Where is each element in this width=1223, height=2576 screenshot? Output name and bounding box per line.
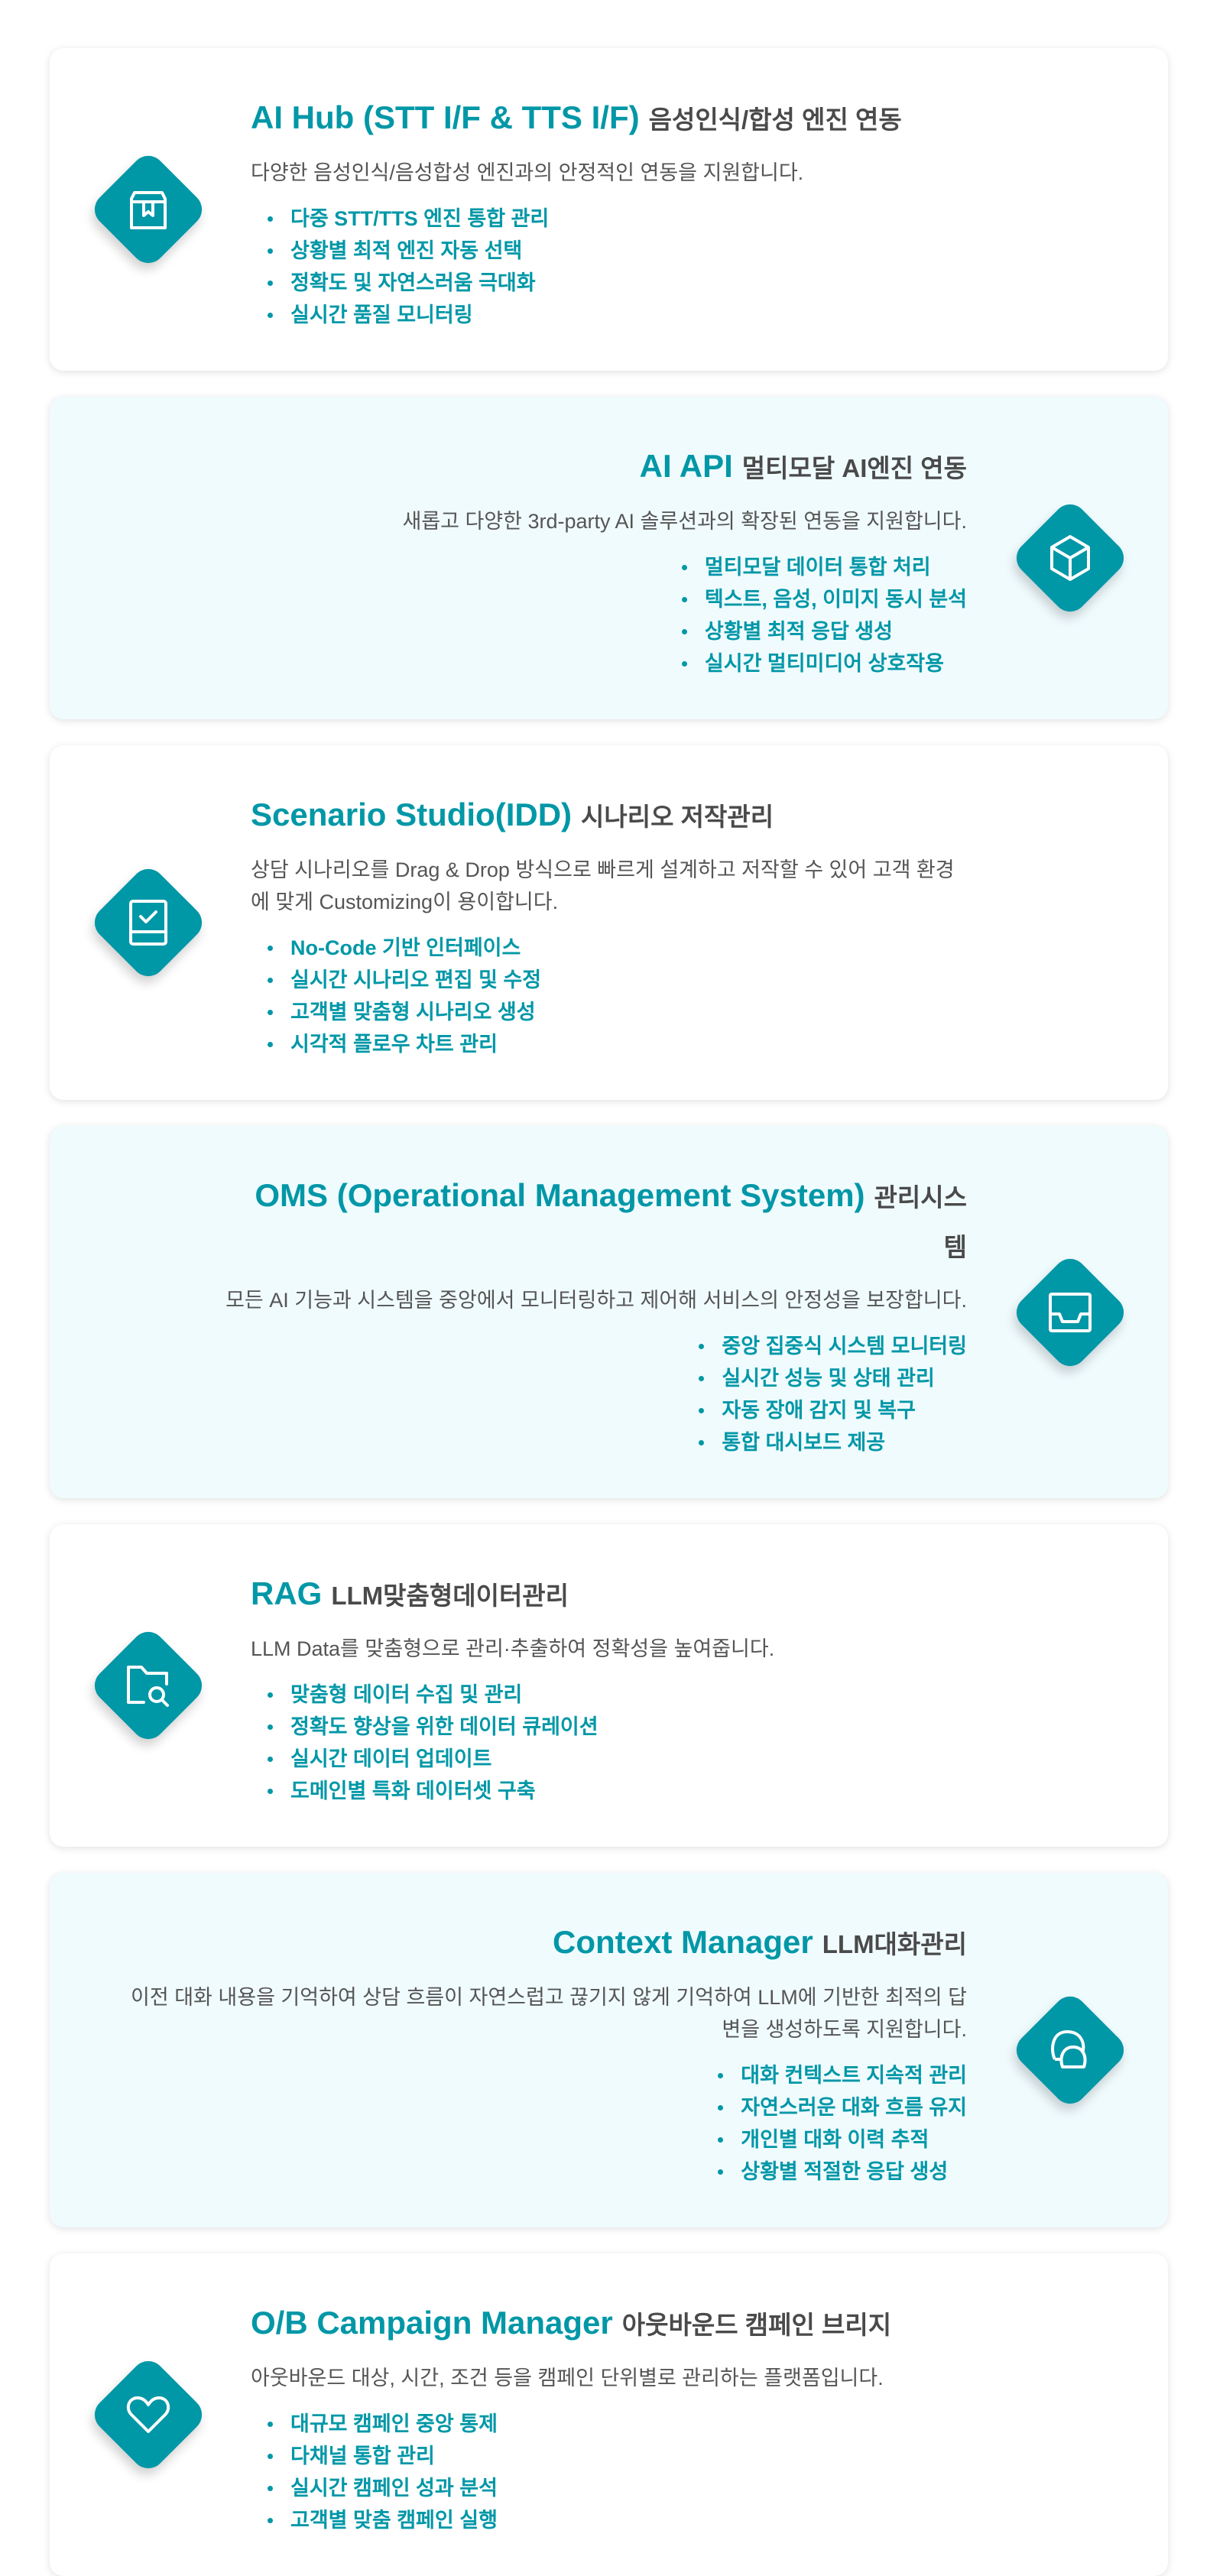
cube-icon — [1009, 497, 1131, 619]
chat-bubbles-icon — [1009, 1989, 1131, 2111]
card-subtitle: 시나리오 저작관리 — [581, 803, 774, 831]
card-subtitle: 음성인식/합성 엔진 연동 — [648, 105, 902, 134]
card-description: 이전 대화 내용을 기억하여 상담 흐름이 자연스럽고 끊기지 않게 기억하여 … — [131, 1986, 967, 2041]
card-title: AI API — [639, 448, 733, 484]
archive-box-icon — [87, 148, 209, 271]
checklist-book-icon — [87, 861, 209, 984]
feature-item: 시각적 플로우 차트 관리 — [260, 1028, 541, 1060]
feature-item: 실시간 시나리오 편집 및 수정 — [260, 964, 541, 996]
card-title: RAG — [251, 1575, 323, 1611]
feature-item: 고객별 맞춤 캠페인 실행 — [260, 2504, 498, 2536]
feature-item: 다채널 통합 관리 — [260, 2440, 498, 2472]
card-title: Context Manager — [553, 1924, 813, 1960]
feature-item: 개인별 대화 이력 추적 — [710, 2123, 967, 2156]
feature-item: 자연스러운 대화 흐름 유지 — [710, 2091, 967, 2123]
feature-list: 대화 컨텍스트 지속적 관리 자연스러운 대화 흐름 유지 개인별 대화 이력 … — [710, 2059, 967, 2188]
card-subtitle: 아웃바운드 캠페인 브리지 — [621, 2311, 892, 2339]
feature-card-ai-hub: AI Hub (STT I/F & TTS I/F)음성인식/합성 엔진 연동 … — [50, 48, 1168, 371]
feature-card-ai-api: AI API 멀티모달 AI엔진 연동 새롭고 다양한 3rd-party AI … — [50, 397, 1168, 719]
card-title: O/B Campaign Manager — [251, 2305, 613, 2341]
feature-list: 멀티모달 데이터 통합 처리 텍스트, 음성, 이미지 동시 분석 상황별 최적… — [674, 551, 967, 680]
feature-item: 고객별 맞춤형 시나리오 생성 — [260, 996, 541, 1028]
feature-item: 정확도 향상을 위한 데이터 큐레이션 — [260, 1711, 599, 1743]
heart-icon — [87, 2354, 209, 2476]
feature-item: No-Code 기반 인터페이스 — [260, 932, 541, 964]
card-subtitle: LLM대화관리 — [822, 1930, 967, 1958]
feature-item: 도메인별 특화 데이터셋 구축 — [260, 1775, 599, 1807]
feature-item: 실시간 멀티미디어 상호작용 — [674, 647, 967, 680]
feature-list: 다중 STT/TTS 엔진 통합 관리 상황별 최적 엔진 자동 선택 정확도 … — [260, 203, 549, 331]
card-description: LLM Data를 맞춤형으로 관리·추출하여 정확성을 높여줍니다. — [251, 1637, 775, 1660]
card-description: 상담 시나리오를 Drag & Drop 방식으로 빠르게 설계하고 저작할 수… — [251, 858, 955, 913]
feature-item: 상황별 적절한 응답 생성 — [710, 2156, 967, 2188]
feature-list: 맞춤형 데이터 수집 및 관리 정확도 향상을 위한 데이터 큐레이션 실시간 … — [260, 1679, 599, 1807]
feature-item: 텍스트, 음성, 이미지 동시 분석 — [674, 583, 967, 615]
feature-list: 중앙 집중식 시스템 모니터링 실시간 성능 및 상태 관리 자동 장애 감지 … — [691, 1330, 967, 1458]
card-title: OMS (Operational Management System) — [255, 1177, 865, 1213]
feature-card-ob-campaign: O/B Campaign Manager 아웃바운드 캠페인 브리지 아웃바운드 … — [50, 2253, 1168, 2576]
card-description: 모든 AI 기능과 시스템을 중앙에서 모니터링하고 제어해 서비스의 안정성을… — [225, 1289, 967, 1312]
folder-search-icon — [87, 1624, 209, 1747]
card-description: 아웃바운드 대상, 시간, 조건 등을 캠페인 단위별로 관리하는 플랫폼입니다… — [251, 2367, 884, 2389]
card-subtitle: 관리시스템 — [874, 1183, 967, 1261]
feature-item: 다중 STT/TTS 엔진 통합 관리 — [260, 203, 549, 235]
inbox-tray-icon — [1009, 1251, 1131, 1373]
feature-card-list: AI Hub (STT I/F & TTS I/F)음성인식/합성 엔진 연동 … — [50, 48, 1168, 2576]
feature-item: 자동 장애 감지 및 복구 — [691, 1394, 967, 1426]
feature-item: 통합 대시보드 제공 — [691, 1426, 967, 1458]
feature-item: 실시간 캠페인 성과 분석 — [260, 2472, 498, 2504]
feature-list: No-Code 기반 인터페이스 실시간 시나리오 편집 및 수정 고객별 맞춤… — [260, 932, 541, 1060]
feature-item: 상황별 최적 응답 생성 — [674, 615, 967, 647]
card-title: AI Hub (STT I/F & TTS I/F) — [251, 99, 640, 135]
card-subtitle: 멀티모달 AI엔진 연동 — [741, 454, 967, 482]
feature-item: 대화 컨텍스트 지속적 관리 — [710, 2059, 967, 2091]
feature-card-scenario-studio: Scenario Studio(IDD) 시나리오 저작관리 상담 시나리오를 D… — [50, 745, 1168, 1100]
feature-item: 실시간 성능 및 상태 관리 — [691, 1362, 967, 1394]
feature-item: 중앙 집중식 시스템 모니터링 — [691, 1330, 967, 1362]
feature-item: 정확도 및 자연스러움 극대화 — [260, 267, 549, 299]
card-subtitle: LLM맞춤형데이터관리 — [331, 1582, 569, 1610]
card-title: Scenario Studio(IDD) — [251, 796, 573, 832]
card-description: 새롭고 다양한 3rd-party AI 솔루션과의 확장된 연동을 지원합니다… — [402, 510, 967, 533]
feature-item: 대규모 캠페인 중앙 통제 — [260, 2408, 498, 2440]
feature-card-rag: RAG LLM맞춤형데이터관리 LLM Data를 맞춤형으로 관리·추출하여 정… — [50, 1524, 1168, 1847]
feature-item: 상황별 최적 엔진 자동 선택 — [260, 235, 549, 267]
card-description: 다양한 음성인식/음성합성 엔진과의 안정적인 연동을 지원합니다. — [251, 161, 804, 184]
feature-list: 대규모 캠페인 중앙 통제 다채널 통합 관리 실시간 캠페인 성과 분석 고객… — [260, 2408, 498, 2536]
feature-card-context-manager: Context Manager LLM대화관리 이전 대화 내용을 기억하여 상담… — [50, 1873, 1168, 2227]
feature-item: 멀티모달 데이터 통합 처리 — [674, 551, 967, 583]
feature-item: 실시간 데이터 업데이트 — [260, 1743, 599, 1775]
feature-card-oms: OMS (Operational Management System)관리시스템… — [50, 1126, 1168, 1498]
feature-item: 맞춤형 데이터 수집 및 관리 — [260, 1679, 599, 1711]
feature-item: 실시간 품질 모니터링 — [260, 299, 549, 331]
